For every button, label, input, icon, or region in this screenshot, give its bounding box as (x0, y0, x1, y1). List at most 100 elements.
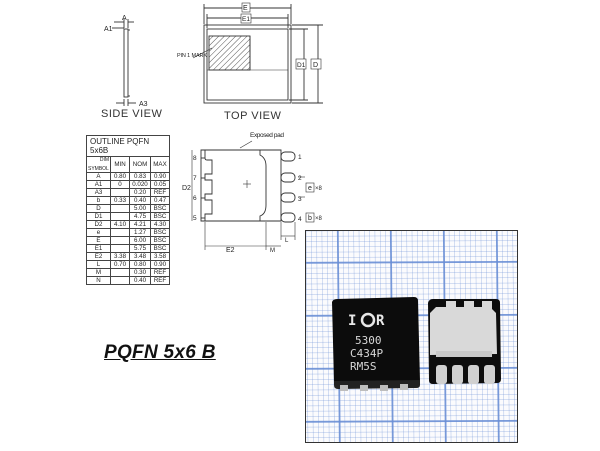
header-min: MIN (110, 156, 130, 173)
row-value: 0.80 (110, 172, 130, 181)
grid-line (326, 231, 330, 442)
row-value (110, 188, 130, 197)
grid-line (316, 231, 319, 442)
grid-line (306, 231, 309, 442)
row-symbol: D1 (86, 212, 111, 221)
chip-marking-line-2: C434P (350, 347, 383, 360)
row-value: 1.27 (129, 228, 151, 237)
dim-b-label: b (308, 215, 312, 222)
row-value: 3.48 (129, 252, 151, 261)
grid-line (306, 404, 517, 407)
pin-3 (280, 192, 296, 203)
header-nom: NOM (129, 156, 151, 173)
grid-line (422, 231, 425, 442)
row-value: BSC (150, 236, 170, 245)
row-symbol: L (86, 260, 111, 269)
side-view-body (123, 28, 129, 98)
row-value (110, 236, 130, 245)
grid-line (306, 260, 517, 264)
row-value: REF (150, 188, 170, 197)
pin1-mark-label: PIN 1 MARK (177, 53, 207, 59)
top-view (192, 4, 323, 104)
row-symbol: b (86, 196, 111, 205)
dim-a-label: A (122, 15, 127, 22)
row-value: 0.30 (129, 268, 151, 277)
row-value: BSC (150, 244, 170, 253)
pin-labels-left: 8 7 6 5 (193, 155, 197, 222)
dim-l-label: L (285, 238, 289, 244)
row-symbol: e (86, 228, 111, 237)
row-value (110, 244, 130, 253)
chip-logo-r: R (376, 313, 385, 329)
header-max: MAX (150, 156, 170, 173)
outline-table-header: DIM SYMBOL MIN NOM MAX (86, 156, 170, 173)
pin-label-2: 2 (298, 175, 302, 182)
row-symbol: E2 (86, 252, 111, 261)
row-value (110, 212, 130, 221)
grid-line (306, 250, 517, 253)
grid-line (507, 231, 510, 442)
chip-marking-line-1: 5300 (355, 334, 382, 347)
row-value: 0.70 (110, 260, 130, 269)
grid-line (306, 240, 517, 242)
grid-line (306, 415, 517, 417)
header-dim-label: DIM (99, 157, 109, 163)
grid-line (306, 431, 517, 433)
pin1-mark-area (208, 35, 251, 71)
grid-line (306, 436, 517, 438)
row-symbol: A1 (86, 180, 111, 189)
row-symbol: D (86, 204, 111, 213)
grid-line (512, 231, 515, 442)
row-value (110, 228, 130, 237)
row-value: 0.40 (129, 196, 151, 205)
row-value: 4.30 (150, 220, 170, 229)
row-symbol: A (86, 172, 111, 181)
package-photo: I R 5300 C434P RM5S (305, 230, 518, 443)
row-value: 4.10 (110, 220, 130, 229)
dim-e-label: E (243, 5, 248, 12)
row-value: 6.00 (129, 236, 151, 245)
row-value: 0.40 (129, 276, 151, 285)
grid-line (306, 256, 517, 258)
grid-line (306, 409, 517, 412)
row-value (110, 276, 130, 285)
grid-line (306, 394, 517, 396)
dim-x8-label-a: ×8 (315, 186, 323, 192)
exposed-pad-label: Exposed pad (250, 132, 284, 139)
top-view-title: TOP VIEW (224, 110, 282, 122)
dim-x8-label-b: ×8 (315, 216, 323, 222)
package-caption: PQFN 5x6 B (104, 342, 216, 363)
dim-d-label: D (313, 62, 318, 69)
chip-marking-line-3: RM5S (350, 360, 377, 373)
header-symbol: DIM SYMBOL (86, 156, 111, 173)
row-value: 0.020 (129, 180, 151, 189)
row-value: REF (150, 276, 170, 285)
row-value: 4.21 (129, 220, 151, 229)
exposed-pad (204, 149, 267, 221)
pin-label-7: 7 (193, 175, 197, 182)
pin-label-8: 8 (193, 155, 197, 162)
dim-e-pitch-label: e (308, 185, 312, 192)
row-value (110, 204, 130, 213)
row-value: 0.90 (150, 260, 170, 269)
dim-d2-label: D2 (182, 185, 191, 192)
photo-canvas: I R 5300 C434P RM5S (306, 231, 517, 442)
row-value: REF (150, 268, 170, 277)
row-value: 5.75 (129, 244, 151, 253)
dim-e1-label: E1 (242, 16, 250, 23)
pin-label-1: 1 (298, 154, 302, 161)
row-symbol: D2 (86, 220, 111, 229)
back-pad-3 (468, 365, 479, 384)
